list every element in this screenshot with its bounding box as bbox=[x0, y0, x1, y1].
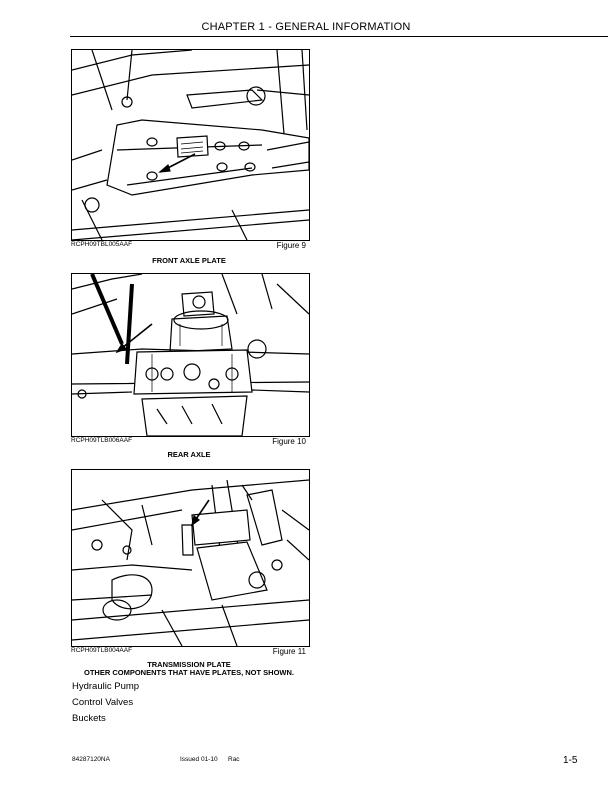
figure-9-caption: FRONT AXLE PLATE bbox=[152, 256, 226, 265]
figure-10-number: Figure 10 bbox=[272, 437, 306, 446]
list-item-control-valves: Control Valves bbox=[72, 697, 134, 708]
figure-11-number: Figure 11 bbox=[272, 647, 306, 656]
footer-rac: Rac bbox=[228, 756, 240, 763]
list-item-buckets: Buckets bbox=[72, 713, 106, 724]
chapter-title: CHAPTER 1 - GENERAL INFORMATION bbox=[201, 21, 411, 33]
figure-10-code: RCPH09TLB006AAF bbox=[71, 437, 133, 444]
page-number: 1-5 bbox=[563, 755, 578, 766]
figure-9-code: RCPH09TBL005AAF bbox=[71, 241, 133, 248]
figure-10-rear-axle-illustration bbox=[71, 273, 310, 437]
figure-11-transmission-illustration bbox=[71, 469, 310, 647]
footer-issue: Issued 01-10 bbox=[180, 756, 218, 763]
figure-11-caption: TRANSMISSION PLATE bbox=[147, 660, 231, 669]
figure-11-subcaption: OTHER COMPONENTS THAT HAVE PLATES, NOT S… bbox=[84, 668, 294, 677]
figure-11-code: RCPH09TLB004AAF bbox=[71, 647, 133, 654]
figure-9-front-axle-illustration bbox=[71, 49, 310, 241]
list-item-hydraulic-pump: Hydraulic Pump bbox=[72, 681, 140, 692]
header-rule bbox=[70, 36, 608, 37]
figure-10-caption: REAR AXLE bbox=[167, 450, 211, 459]
figure-9-number: Figure 9 bbox=[276, 241, 306, 250]
footer-doc-number: 84287120NA bbox=[72, 756, 110, 763]
